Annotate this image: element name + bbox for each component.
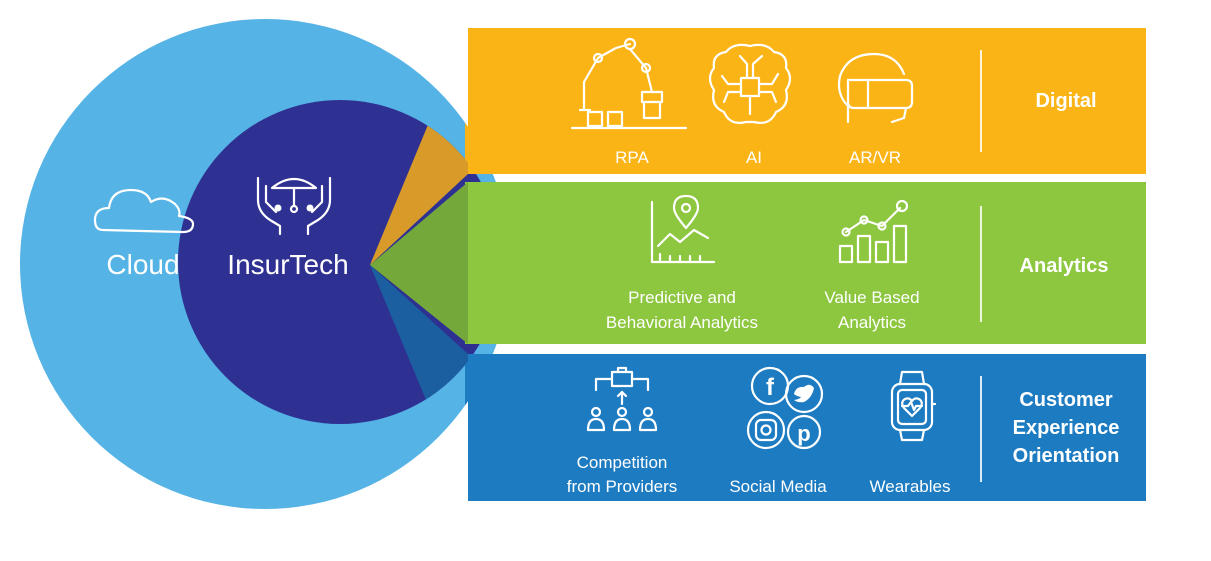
customer-item-labels: Competition from Providers Social Media … xyxy=(567,453,951,496)
twitter-icon xyxy=(784,374,824,414)
wedges xyxy=(370,100,468,424)
cloud-icon xyxy=(93,188,195,234)
customer-category-line2: Experience xyxy=(1013,417,1120,439)
customer-wedge xyxy=(370,265,468,424)
digital-item-labels: RPA AI AR/VR xyxy=(615,148,901,167)
digital-wedge xyxy=(370,100,468,265)
social-media-icon: f p xyxy=(746,366,824,450)
brain-chip-icon xyxy=(708,43,792,124)
predictive-label-line1: Predictive and xyxy=(628,288,736,307)
analytics-item-labels: Predictive and Behavioral Analytics Valu… xyxy=(606,288,920,332)
robotic-arm-icon xyxy=(570,37,688,130)
rpa-label: RPA xyxy=(615,148,649,167)
digital-band xyxy=(468,28,1146,174)
predictive-label-line2: Behavioral Analytics xyxy=(606,313,758,332)
smartwatch-icon xyxy=(890,370,937,442)
ai-label: AI xyxy=(746,148,762,167)
vr-headset-icon xyxy=(837,52,914,124)
customer-category-line3: Orientation xyxy=(1013,445,1120,467)
customer-band xyxy=(468,354,1146,501)
insurance-hands-icon xyxy=(256,176,332,236)
digital-category: Digital xyxy=(1035,90,1096,112)
instagram-icon xyxy=(746,410,786,450)
analytics-band xyxy=(468,182,1146,344)
ar-vr-label: AR/VR xyxy=(849,148,901,167)
cloud-label: Cloud xyxy=(106,249,179,280)
social-media-label: Social Media xyxy=(729,477,827,496)
customer-category-line1: Customer xyxy=(1019,389,1113,411)
wearables-label: Wearables xyxy=(870,477,951,496)
svg-text:p: p xyxy=(797,421,810,446)
insurtech-label: InsurTech xyxy=(227,249,348,280)
provider-network-icon xyxy=(586,366,658,432)
svg-text:f: f xyxy=(766,374,775,401)
analytics-wedge xyxy=(370,182,468,344)
value-based-label-line2: Analytics xyxy=(838,313,906,332)
competition-label-line1: Competition xyxy=(577,453,668,472)
bar-chart-icon xyxy=(838,199,909,264)
location-chart-icon xyxy=(650,194,716,264)
value-based-label-line1: Value Based xyxy=(824,288,919,307)
pinterest-icon: p xyxy=(786,414,822,450)
competition-label-line2: from Providers xyxy=(567,477,678,496)
analytics-category: Analytics xyxy=(1020,255,1109,277)
